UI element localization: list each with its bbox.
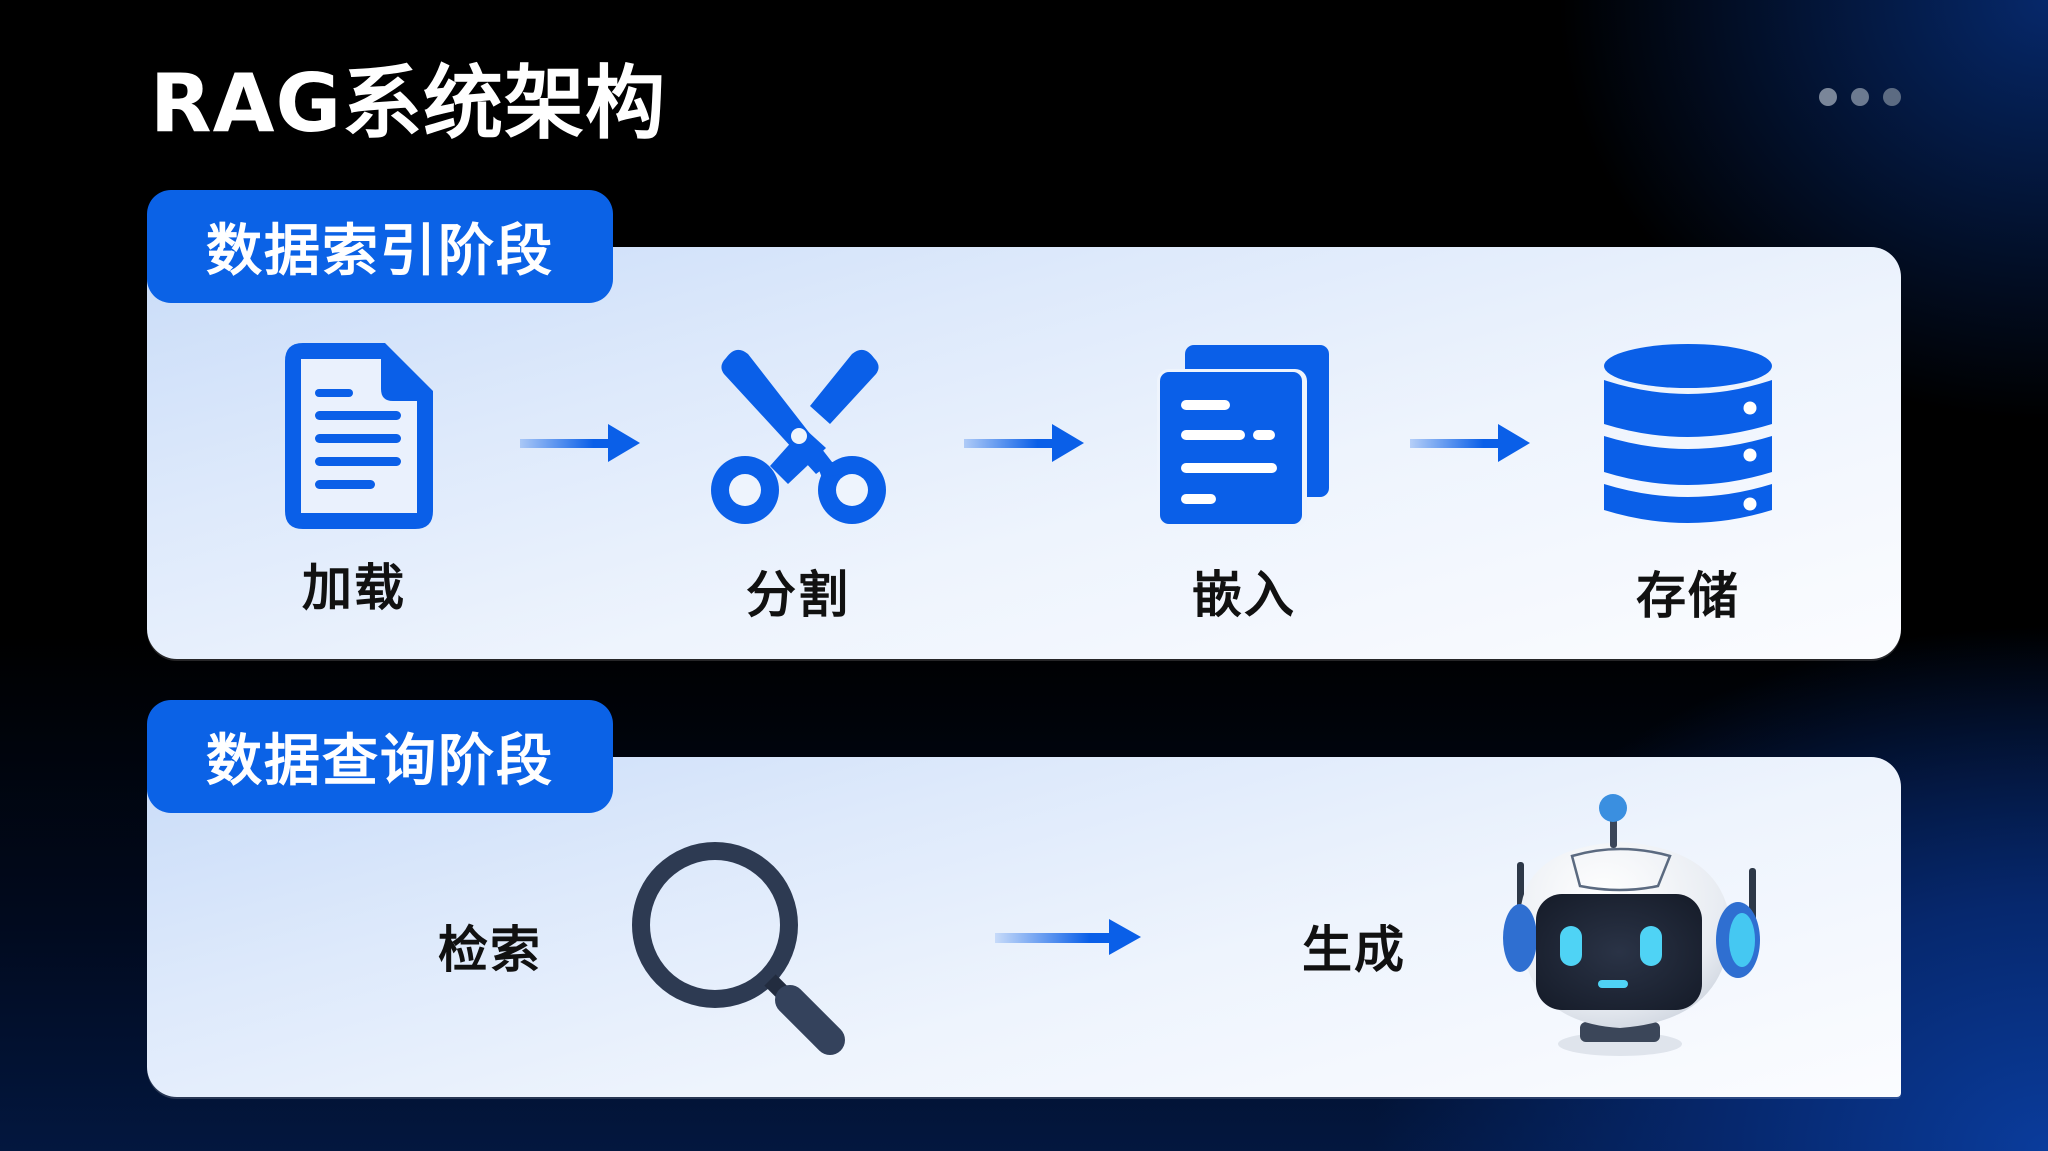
indexing-stage-tab: 数据索引阶段 — [147, 190, 613, 303]
step-label-generate: 生成 — [1302, 921, 1406, 979]
step-label-split: 分割 — [746, 566, 850, 624]
menu-dot-icon — [1819, 88, 1837, 106]
database-icon — [1604, 342, 1772, 532]
menu-dot-icon — [1883, 88, 1901, 106]
menu-dot-icon — [1851, 88, 1869, 106]
arrow-right-icon — [995, 918, 1141, 956]
arrow-right-icon — [520, 424, 640, 462]
step-label-retrieve: 检索 — [438, 921, 542, 979]
step-label-load: 加载 — [302, 559, 406, 617]
magnifier-icon — [630, 840, 850, 1060]
scissors-icon — [711, 344, 888, 526]
query-stage-tab: 数据查询阶段 — [147, 700, 613, 813]
arrow-right-icon — [1410, 424, 1530, 462]
robot-icon — [1480, 790, 1760, 1060]
stacked-documents-icon — [1157, 345, 1331, 527]
arrow-right-icon — [964, 424, 1084, 462]
more-menu-button[interactable] — [1819, 88, 1901, 106]
page-title: RAG系统架构 — [150, 57, 667, 150]
step-label-store: 存储 — [1636, 567, 1740, 625]
document-icon — [285, 343, 433, 529]
step-label-embed: 嵌入 — [1192, 566, 1296, 624]
